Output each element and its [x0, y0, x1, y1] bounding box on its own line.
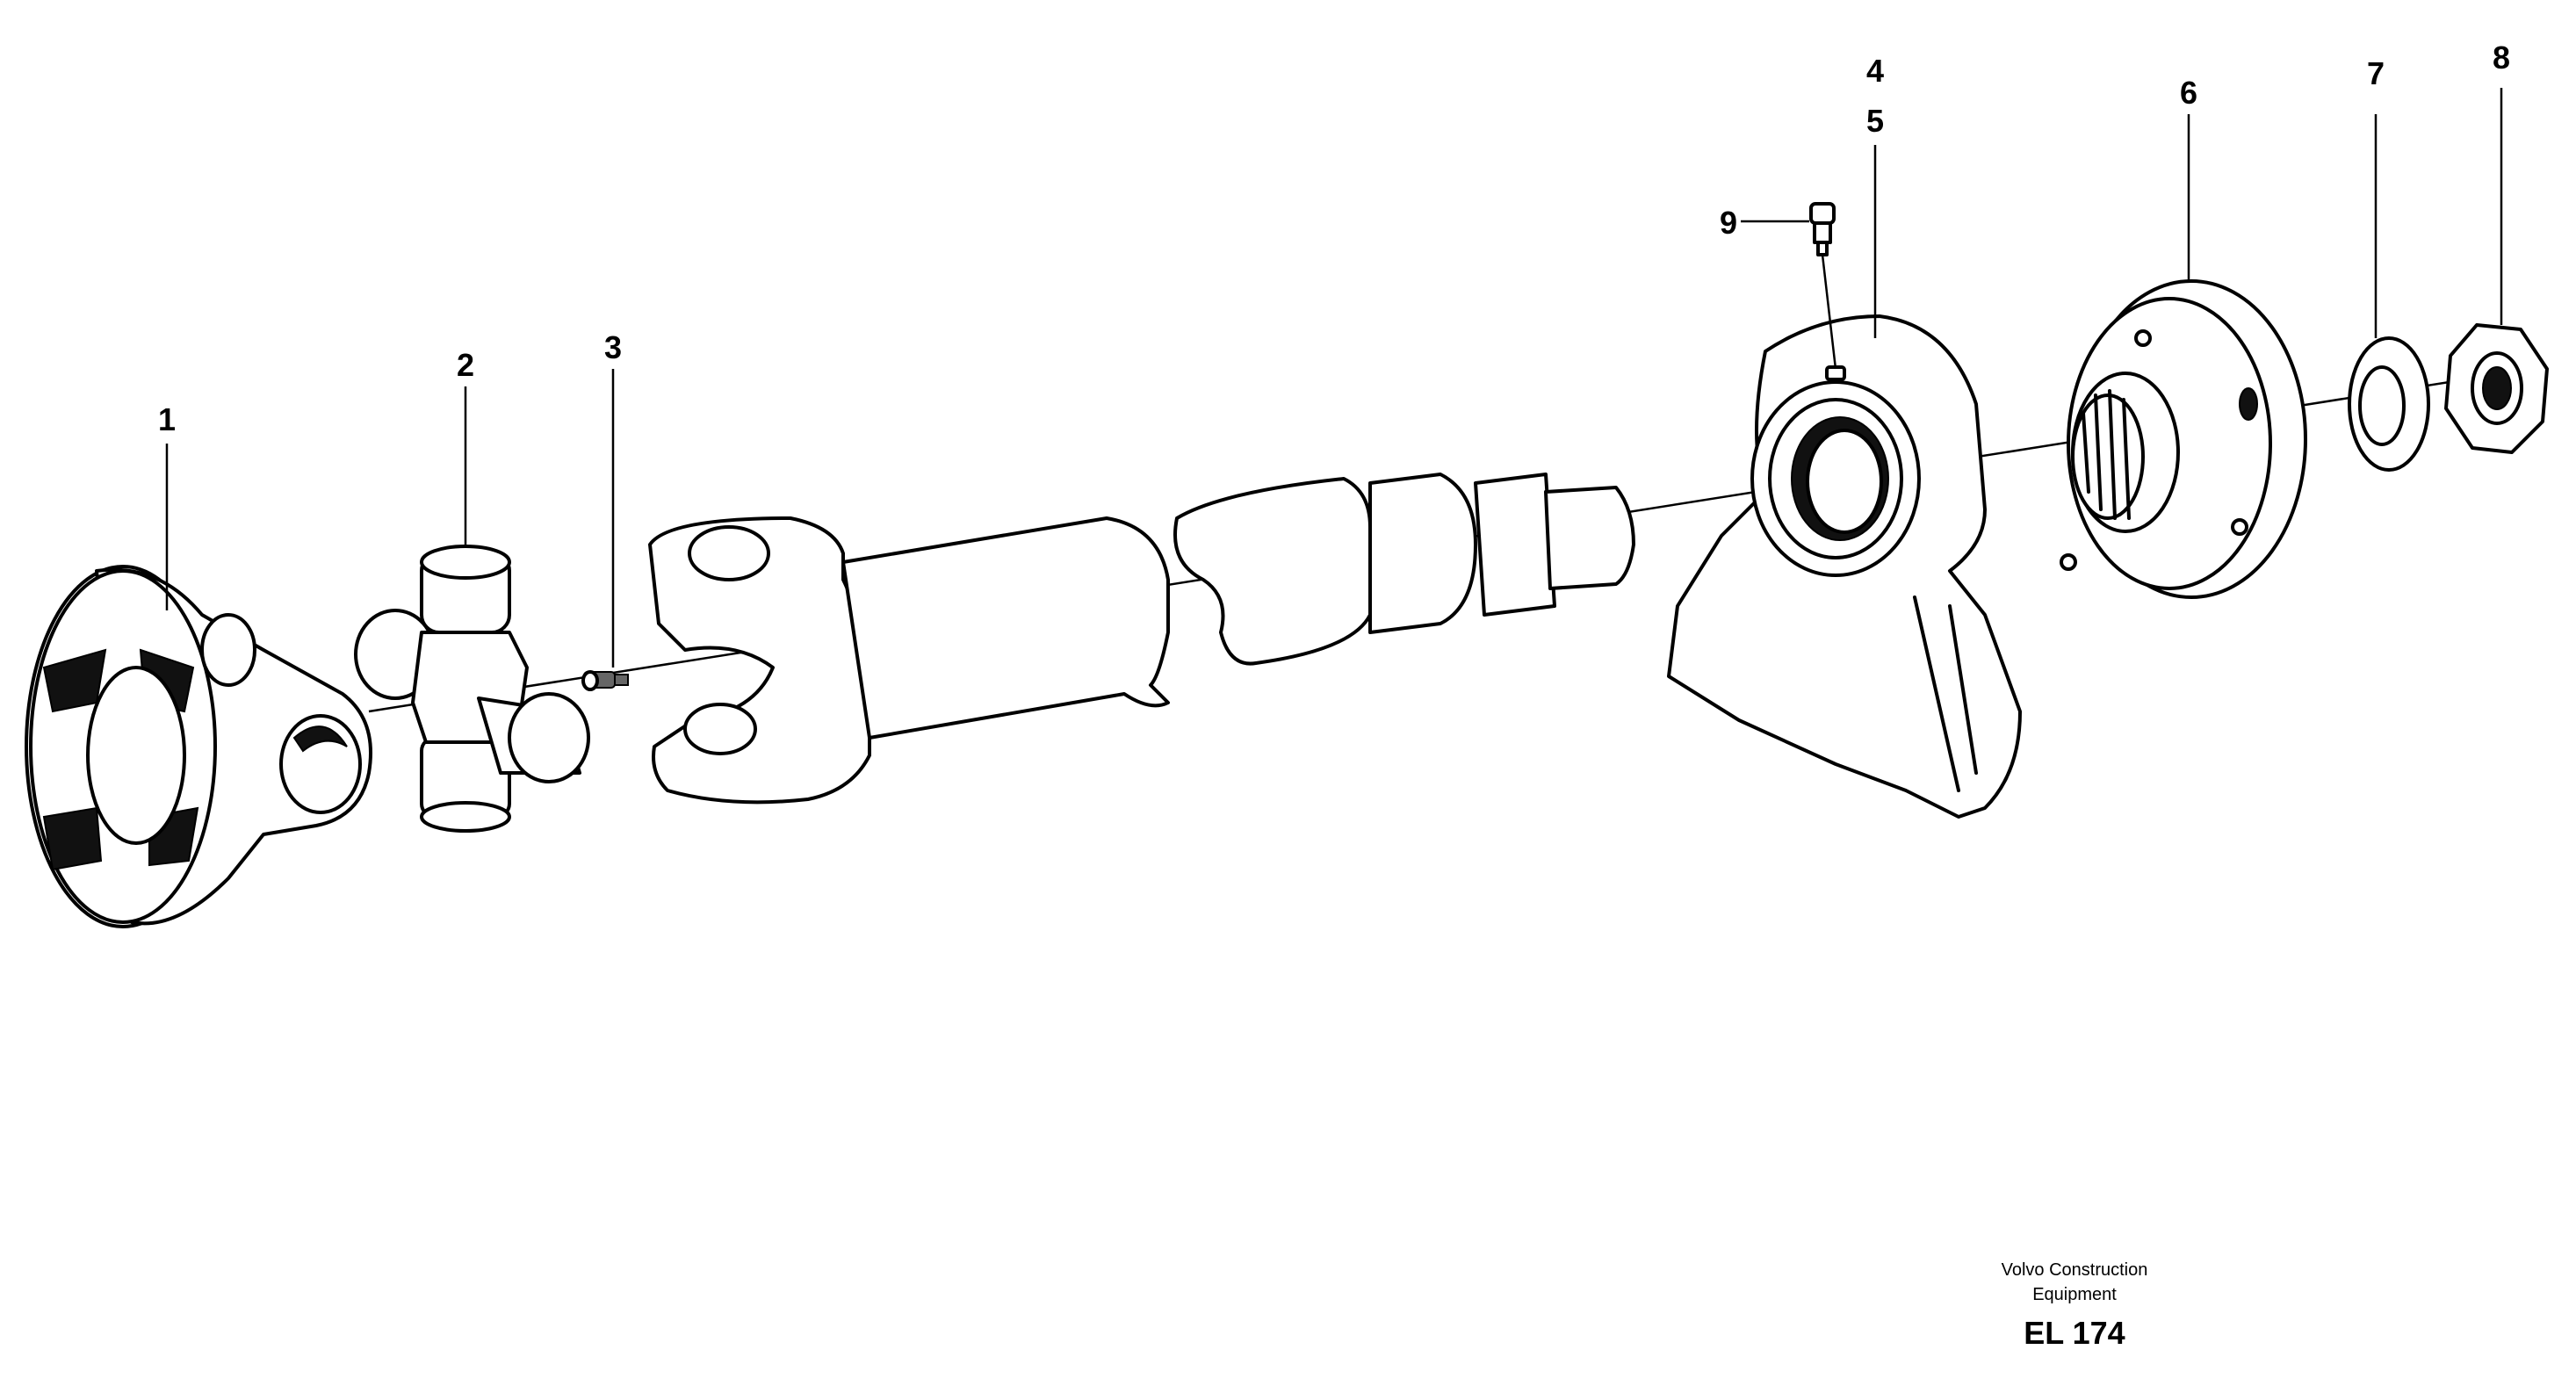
- callout-2: 2: [457, 347, 474, 383]
- callout-8: 8: [2493, 40, 2510, 76]
- callout-5: 5: [1866, 103, 1884, 139]
- callout-7: 7: [2367, 55, 2385, 91]
- callout-9: 9: [1720, 205, 1737, 241]
- part-9-grease-nipple: [1741, 202, 1837, 370]
- footer-drawing-code: EL 174: [2024, 1315, 2125, 1351]
- leader-lines: [165, 88, 2503, 668]
- part-2-universal-joint-cross: [354, 545, 590, 833]
- part-8-nut: [2444, 323, 2549, 454]
- part-3-grease-nipple: [581, 670, 629, 691]
- callout-6: 6: [2180, 75, 2197, 111]
- footer-company-line-1: Volvo Construction: [2002, 1260, 2148, 1280]
- part-7-washer: [2348, 336, 2430, 472]
- part-6-companion-flange: [2060, 279, 2307, 599]
- footer-company-line-2: Equipment: [2032, 1285, 2117, 1304]
- callout-4: 4: [1866, 53, 1884, 89]
- part-4-5-bearing-support: [1667, 314, 2022, 819]
- part-1-flange-yoke: [25, 565, 372, 928]
- callout-1: 1: [158, 401, 176, 437]
- callout-3: 3: [604, 329, 622, 365]
- yoke-tube-shaft: [648, 473, 1635, 805]
- callout-labels: 1 2 3 4 5 6 7 8 9: [158, 40, 2510, 437]
- footer-publisher-block: Volvo Construction Equipment EL 174: [2002, 1260, 2148, 1351]
